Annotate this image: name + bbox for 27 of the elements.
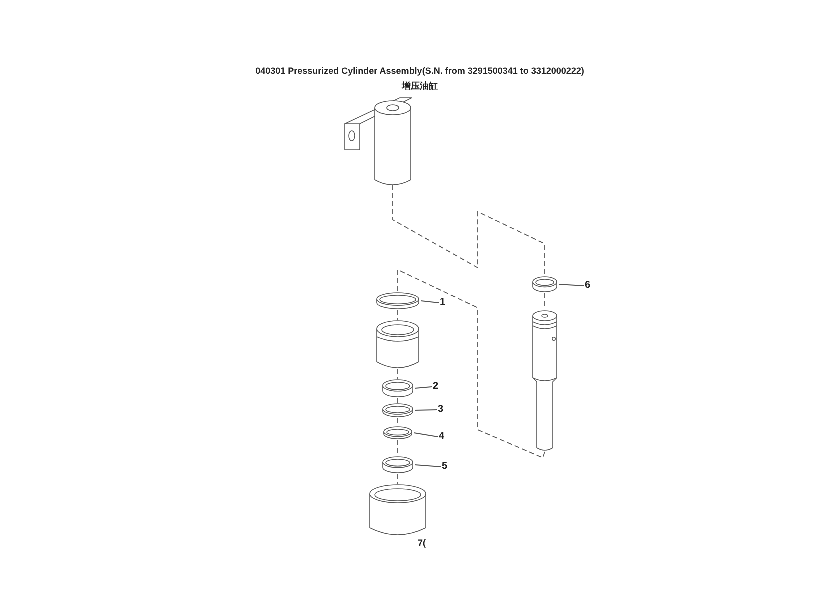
callout-number: 2 [433, 381, 441, 393]
callout-number: 7( [418, 538, 426, 549]
callout-number: 4 [439, 431, 447, 443]
piston-rod-drawing [532, 309, 558, 452]
seal-ring-drawing [382, 379, 414, 398]
callout-number: 1 [440, 297, 448, 309]
cylinder-housing-drawing [344, 97, 412, 185]
leader-line [558, 284, 584, 286]
leader-line [414, 386, 432, 389]
diagram-title: 040301 Pressurized Cylinder Assembly(S.N. from 3291500341 to 3312000222) [254, 66, 586, 77]
callout-number: 3 [438, 404, 446, 416]
seal-ring-drawing [382, 456, 414, 474]
seal-ring-drawing [532, 276, 558, 293]
leader-line [414, 432, 438, 438]
o-ring-drawing [383, 426, 413, 440]
assembly-line [392, 184, 546, 276]
leader-line [414, 410, 438, 411]
part-name: 增压油缸 [402, 81, 438, 92]
leader-line [420, 300, 440, 304]
assembly-line [398, 269, 546, 459]
o-ring-drawing [382, 403, 414, 418]
callout-number: 6 [585, 280, 593, 292]
leader-line [414, 464, 442, 468]
cylinder-cup-drawing [369, 484, 427, 537]
piston-sleeve-drawing [376, 320, 420, 369]
o-ring-drawing [376, 292, 420, 310]
callout-number: 5 [442, 461, 450, 473]
